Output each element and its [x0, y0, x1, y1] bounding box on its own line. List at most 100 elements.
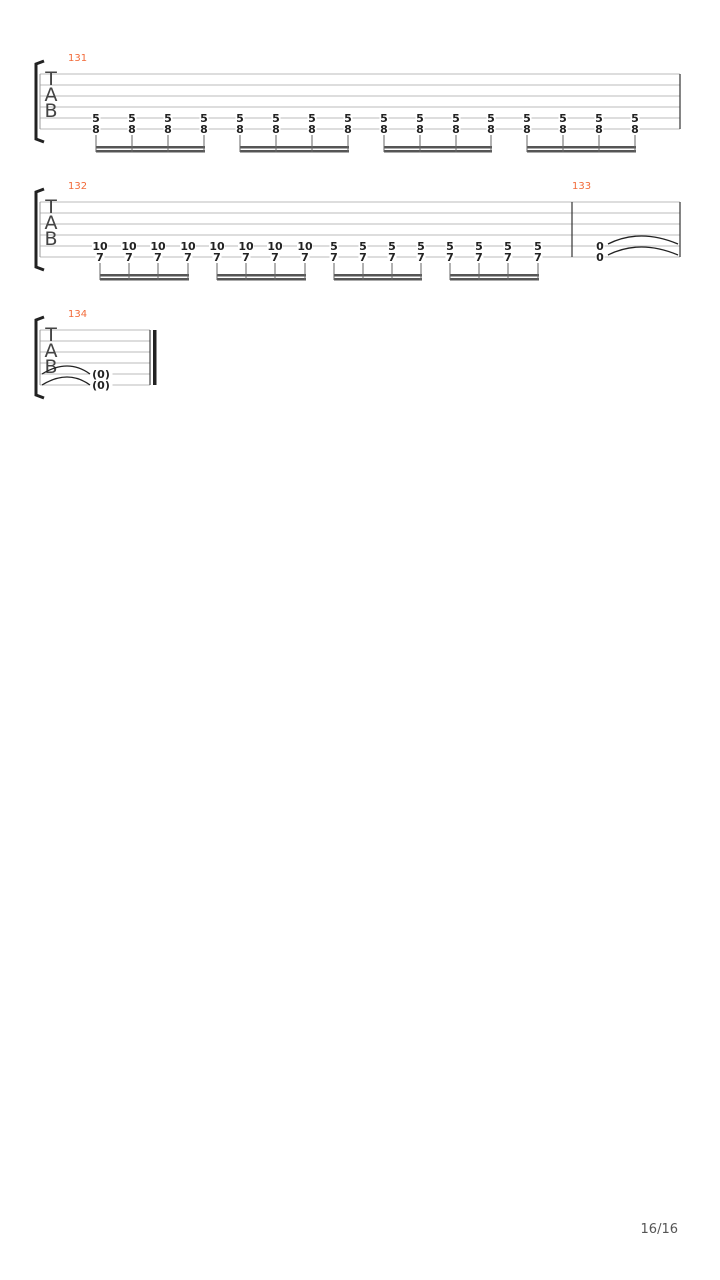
fret-number: 5 — [446, 240, 454, 253]
fret-number: 7 — [417, 251, 425, 264]
fret-bg — [416, 241, 426, 251]
fret-bg — [297, 241, 313, 251]
fret-bg — [379, 113, 389, 123]
fret-bg — [307, 113, 317, 123]
fret-number: 10 — [267, 240, 283, 253]
fret-number: (0) — [92, 368, 110, 381]
fret-bg — [271, 124, 281, 134]
final-barline-thick — [153, 330, 157, 385]
fret-bg — [595, 252, 605, 262]
fret-bg — [445, 252, 455, 262]
fret-number: 7 — [475, 251, 483, 264]
fret-number: 7 — [446, 251, 454, 264]
fret-number: 5 — [559, 112, 567, 125]
tab-clef-letter: T — [44, 196, 57, 218]
fret-bg — [209, 241, 225, 251]
measure-number: 131 — [68, 53, 87, 64]
fret-bg — [329, 241, 339, 251]
fret-bg — [379, 124, 389, 134]
tie — [607, 246, 679, 256]
tab-clef-letter: A — [45, 84, 58, 106]
fret-bg — [558, 113, 568, 123]
fret-number: 5 — [92, 112, 100, 125]
fret-bg — [474, 241, 484, 251]
fret-number: 0 — [596, 251, 604, 264]
fret-number: 10 — [150, 240, 166, 253]
beam — [384, 150, 492, 153]
fret-bg — [270, 252, 280, 262]
fret-number: 7 — [125, 251, 133, 264]
measure-number: 132 — [68, 181, 87, 192]
fret-bg — [594, 113, 604, 123]
fret-number: 5 — [344, 112, 352, 125]
fret-bg — [271, 113, 281, 123]
fret-bg — [415, 113, 425, 123]
beam — [217, 274, 306, 277]
fret-number: 5 — [416, 112, 424, 125]
fret-bg — [630, 113, 640, 123]
fret-bg — [343, 124, 353, 134]
fret-number: 5 — [388, 240, 396, 253]
fret-number: 7 — [154, 251, 162, 264]
fret-number: 5 — [380, 112, 388, 125]
fret-bg — [91, 124, 101, 134]
fret-number: 10 — [180, 240, 196, 253]
beam — [527, 146, 636, 149]
fret-number: 0 — [596, 240, 604, 253]
fret-bg — [595, 241, 605, 251]
fret-number: 5 — [523, 112, 531, 125]
fret-bg — [300, 252, 310, 262]
beam — [96, 146, 205, 149]
fret-bg — [235, 113, 245, 123]
fret-bg — [445, 241, 455, 251]
fret-bg — [235, 124, 245, 134]
beam — [527, 150, 636, 153]
fret-bg — [329, 252, 339, 262]
tab-clef-letter: B — [44, 356, 57, 378]
tab-clef-letter: B — [44, 228, 57, 250]
fret-bg — [416, 252, 426, 262]
fret-number: 5 — [359, 240, 367, 253]
fret-bg — [163, 113, 173, 123]
fret-bg — [212, 252, 222, 262]
fret-bg — [503, 241, 513, 251]
fret-bg — [474, 252, 484, 262]
system-bracket — [34, 59, 45, 144]
fret-number: 7 — [330, 251, 338, 264]
fret-bg — [387, 241, 397, 251]
fret-number: 8 — [452, 123, 460, 136]
fret-bg — [358, 252, 368, 262]
fret-number: 5 — [487, 112, 495, 125]
fret-number: 7 — [271, 251, 279, 264]
tab-clef-letter: B — [44, 100, 57, 122]
fret-bg — [95, 252, 105, 262]
beam — [240, 150, 349, 153]
tie — [607, 235, 679, 245]
fret-number: 5 — [534, 240, 542, 253]
fret-bg — [199, 113, 209, 123]
fret-number: 10 — [209, 240, 225, 253]
fret-bg — [451, 124, 461, 134]
tie — [41, 376, 91, 386]
measure-number: 133 — [572, 181, 591, 192]
fret-number: 8 — [164, 123, 172, 136]
tab-clef-letter: T — [44, 324, 57, 346]
fret-number: 7 — [359, 251, 367, 264]
fret-number: 8 — [236, 123, 244, 136]
fret-bg — [127, 113, 137, 123]
tie — [41, 365, 91, 375]
fret-number: 10 — [238, 240, 254, 253]
fret-number: 7 — [301, 251, 309, 264]
tab-clef-letter: A — [45, 340, 58, 362]
fret-number: 8 — [631, 123, 639, 136]
system-bracket — [34, 315, 45, 400]
fret-number: 8 — [380, 123, 388, 136]
fret-number: 5 — [452, 112, 460, 125]
beam — [450, 274, 539, 277]
fret-number: 5 — [200, 112, 208, 125]
fret-number: 10 — [297, 240, 313, 253]
beam — [450, 278, 539, 281]
fret-number: 8 — [200, 123, 208, 136]
fret-bg — [307, 124, 317, 134]
fret-number: 7 — [504, 251, 512, 264]
